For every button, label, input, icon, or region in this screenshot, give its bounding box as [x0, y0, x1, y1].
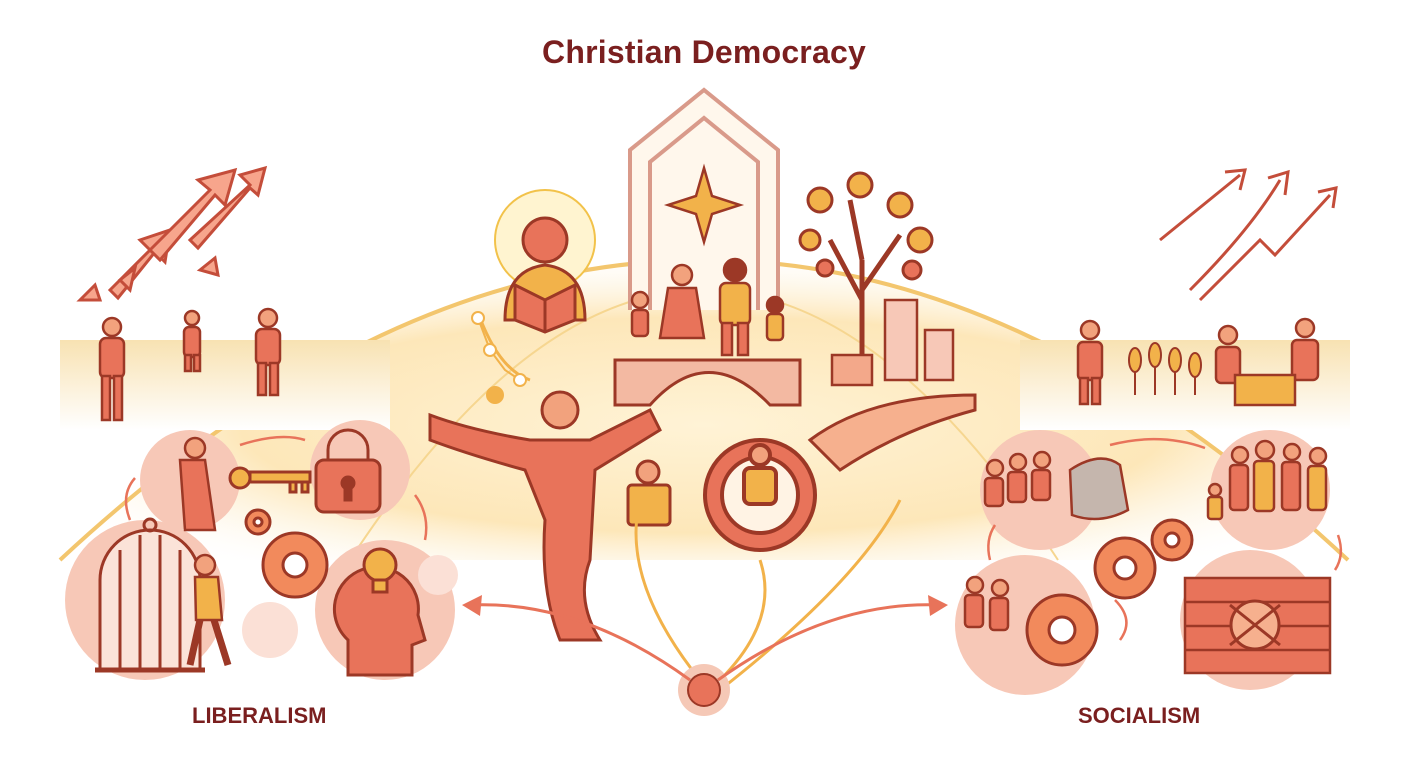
socialism-label: SOCIALISM: [1078, 703, 1201, 728]
left-cycle-arrows: [124, 435, 428, 541]
head-lightbulb-icon: [332, 547, 427, 677]
broken-arrows-icon: [76, 165, 268, 302]
reader-halo-icon: [494, 189, 596, 334]
gears-right-icon: [1025, 518, 1194, 667]
puzzle-person-icon: [626, 459, 672, 527]
gear-icon: [244, 508, 329, 599]
individuals-icon: [98, 307, 282, 422]
helping-hand-icon: [807, 393, 977, 472]
arrowheads: [462, 595, 948, 616]
pushing-boulder-icon: [983, 450, 1130, 521]
key-icon: [228, 466, 312, 494]
center-gear-icon: [703, 438, 817, 552]
person-leaning-icon: [178, 436, 217, 532]
liberalism-label: LIBERALISM: [192, 703, 327, 728]
crops-icon: [1128, 342, 1202, 395]
molecule-lines: [471, 311, 527, 404]
pushing-gear-icon: [963, 575, 1010, 632]
star-icon: [663, 163, 745, 247]
person-escaping-icon: [186, 553, 232, 667]
right-cycle-arrows: [987, 437, 1343, 641]
joined-hands-icon: [1229, 599, 1281, 651]
bridge-icon: [613, 358, 802, 407]
tree-icon: [798, 171, 934, 380]
split-arrows: [469, 603, 941, 682]
diagram-title: Christian Democracy: [542, 34, 866, 70]
center-node: [678, 664, 730, 716]
community-group-icon: [1206, 439, 1328, 521]
welcoming-person-icon: [428, 390, 662, 642]
family-icon: [630, 257, 785, 357]
lock-icon: [314, 428, 382, 514]
farmers-icon: [1076, 317, 1320, 407]
rising-arrows-icon: [1159, 168, 1338, 302]
city-icon: [830, 298, 955, 387]
